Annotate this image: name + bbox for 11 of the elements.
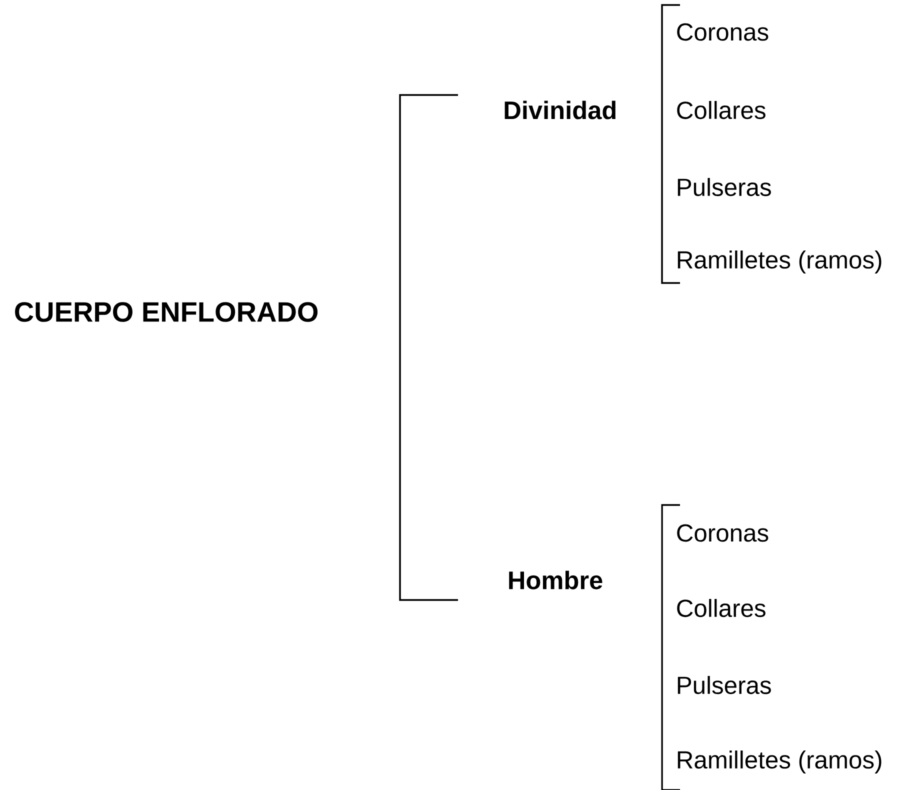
root-label: CUERPO ENFLORADO [15,302,318,322]
item-label: Coronas [677,23,768,41]
item-label: Pulseras [678,178,771,196]
item-label: Coronas [677,524,768,542]
branch-label: Hombre [509,570,602,590]
item-label: Ramilletes (ramos) [678,250,882,274]
item-label: Collares [677,100,766,120]
item-label: Ramilletes (ramos) [678,750,882,774]
item-label: Collares [677,598,766,618]
item-label: Pulseras [678,676,771,694]
branch-label: Divinidad [504,100,616,120]
